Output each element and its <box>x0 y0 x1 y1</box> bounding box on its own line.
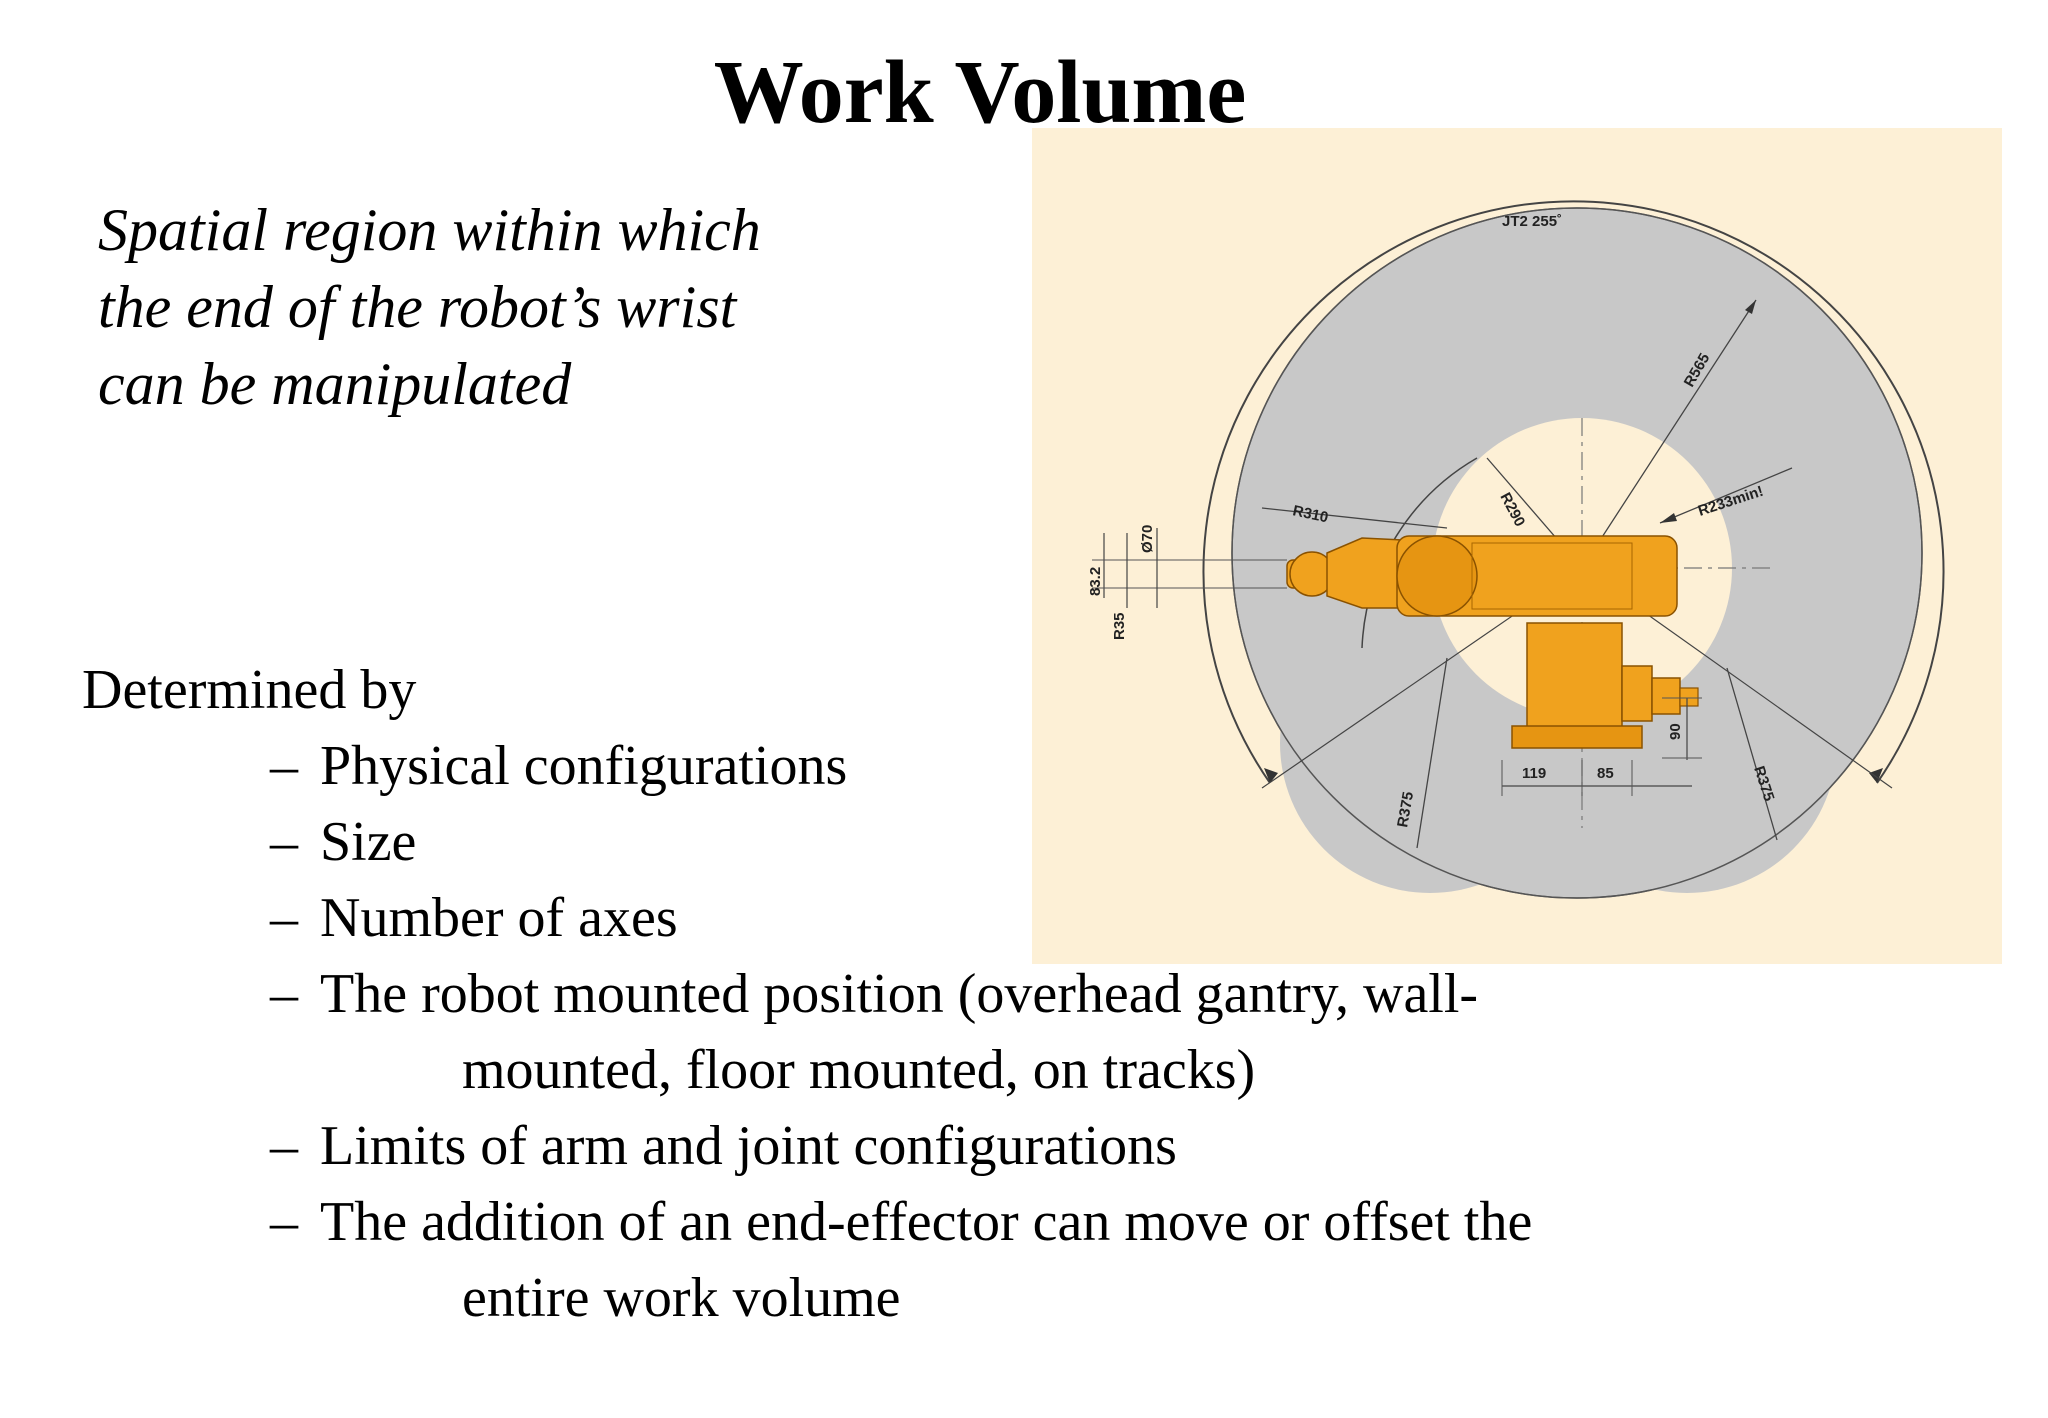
bullet-dash: – <box>270 1191 298 1253</box>
bullet-dash: – <box>270 963 298 1025</box>
robot-work-envelope-drawing: JT2 255˚ R565 R290 R233min! R310 Ø70 83.… <box>1087 200 1945 899</box>
list-item: – The robot mounted position (overhead g… <box>270 956 1970 1108</box>
determinants-list: – Physical configurations – Size – Numbe… <box>270 728 1970 1336</box>
label-90: 90 <box>1667 723 1684 740</box>
list-item: – Limits of arm and joint configurations <box>270 1108 1970 1184</box>
jt2-rotation-arc <box>1202 200 1945 784</box>
list-item-text: Size <box>320 811 417 873</box>
list-item: – The addition of an end-effector can mo… <box>270 1184 1970 1336</box>
definition-line: can be manipulated <box>98 351 572 417</box>
list-item: – Size <box>270 804 1970 880</box>
label-85: 85 <box>1597 765 1614 782</box>
label-jt2: JT2 255˚ <box>1502 213 1562 230</box>
list-item: – Physical configurations <box>270 728 1970 804</box>
definition-line: the end of the robot’s wrist <box>98 274 737 340</box>
list-item-continuation: entire work volume <box>462 1267 901 1329</box>
list-item-text: The robot mounted position (overhead gan… <box>320 963 1479 1025</box>
bullet-dash: – <box>270 811 298 873</box>
work-volume-diagram: JT2 255˚ R565 R290 R233min! R310 Ø70 83.… <box>1032 128 2002 964</box>
label-r35: R35 <box>1111 612 1128 640</box>
label-d70: Ø70 <box>1139 525 1156 553</box>
definition-line: Spatial region within which <box>98 197 761 263</box>
bullet-dash: – <box>270 887 298 949</box>
list-item-continuation: mounted, floor mounted, on tracks) <box>462 1039 1256 1101</box>
robot-arm <box>1286 535 1699 749</box>
work-volume-definition: Spatial region within which the end of t… <box>98 192 998 423</box>
list-item-text: Physical configurations <box>320 735 848 797</box>
slide-title: Work Volume <box>713 43 1247 142</box>
label-r375-left: R375 <box>1394 790 1417 828</box>
list-item: – Number of axes <box>270 880 1970 956</box>
list-item-text: The addition of an end-effector can move… <box>320 1191 1533 1253</box>
bullet-dash: – <box>270 735 298 797</box>
list-item-text: Limits of arm and joint configurations <box>320 1115 1177 1177</box>
bullet-dash: – <box>270 1115 298 1177</box>
label-d832: 83.2 <box>1087 567 1104 596</box>
label-119: 119 <box>1522 765 1546 782</box>
determined-by-heading: Determined by <box>82 659 417 721</box>
r290-arc <box>1361 457 1478 649</box>
list-item-text: Number of axes <box>320 887 678 949</box>
